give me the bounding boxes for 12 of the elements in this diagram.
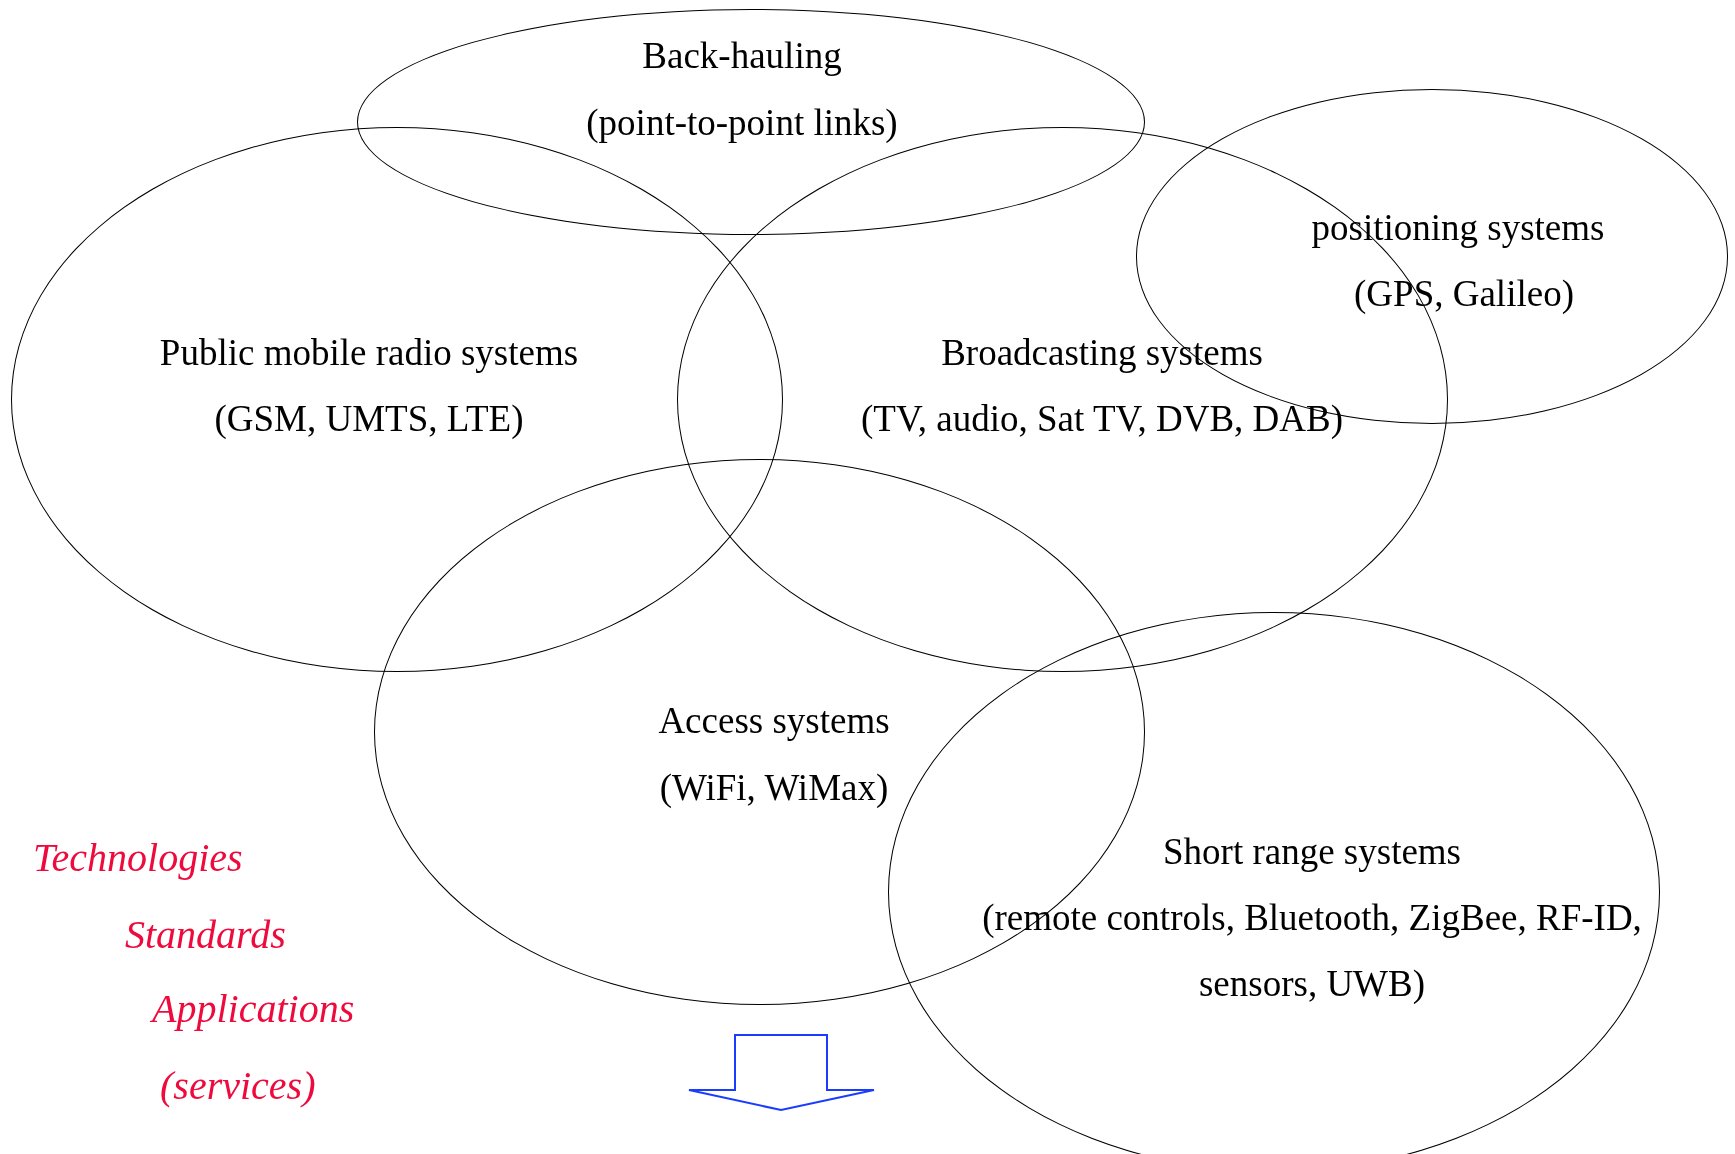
- system-examples: (GSM, UMTS, LTE): [214, 397, 524, 441]
- system-examples: (TV, audio, Sat TV, DVB, DAB): [860, 397, 1344, 441]
- system-name: Back-hauling: [642, 34, 842, 78]
- category-label: (services): [160, 1062, 316, 1110]
- category-label: Technologies: [33, 834, 243, 882]
- system-name: Short range systems: [1163, 830, 1461, 874]
- system-examples: (WiFi, WiMax): [659, 766, 889, 810]
- category-label: Applications: [152, 985, 355, 1033]
- system-name: Access systems: [658, 699, 890, 743]
- system-examples: (point-to-point links): [586, 101, 898, 145]
- system-name: Public mobile radio systems: [159, 331, 579, 375]
- category-label: Standards: [125, 911, 286, 959]
